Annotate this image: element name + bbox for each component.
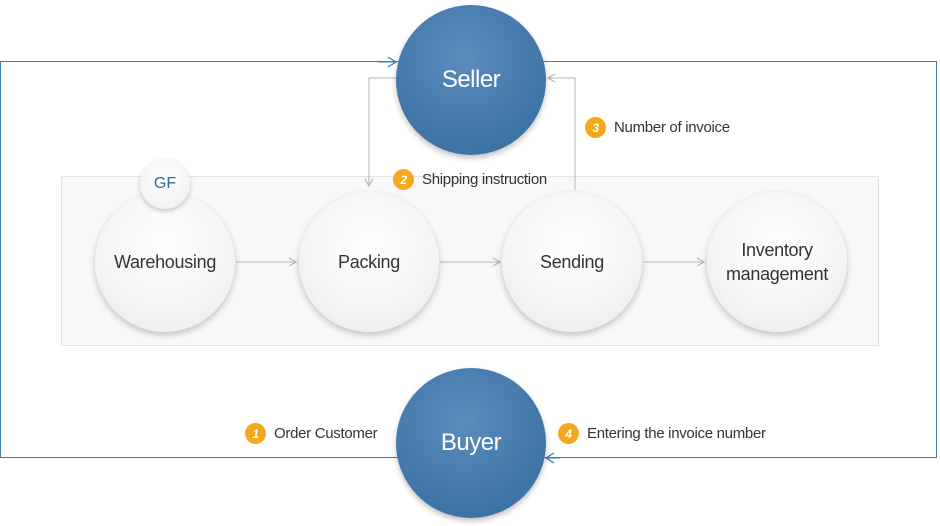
flow-label-text: Shipping instruction <box>422 171 547 188</box>
gf-badge: GF <box>140 159 190 209</box>
gf-badge-label: GF <box>153 175 177 192</box>
step-label: Sending <box>540 252 604 272</box>
connector-sending-seller <box>546 73 576 190</box>
step-packing: Packing <box>299 192 439 332</box>
step-label: Packing <box>338 252 400 272</box>
flow-label-text: Number of invoice <box>614 119 730 136</box>
flow-number-badge: 4 <box>558 423 579 444</box>
step-sending: Sending <box>502 192 642 332</box>
step-label: Warehousing <box>113 252 217 272</box>
connector-seller-packing <box>364 77 396 188</box>
flow-number-badge: 2 <box>393 169 414 190</box>
flow-number-badge: 1 <box>245 423 266 444</box>
step-inventory-management: Inventory management <box>707 192 847 332</box>
flow-label-text: Entering the invoice number <box>587 425 766 442</box>
step-warehousing: Warehousing <box>95 192 235 332</box>
flow-number-badge: 3 <box>585 117 606 138</box>
seller-node: Seller <box>396 5 546 155</box>
flow-label-text: Order Customer <box>274 425 378 442</box>
flow-number-of-invoice: 3 Number of invoice <box>585 117 730 138</box>
flow-shipping-instruction: 2 Shipping instruction <box>393 169 547 190</box>
buyer-label: Buyer <box>440 429 502 456</box>
step-label: Inventory management <box>725 240 829 284</box>
buyer-node: Buyer <box>396 368 546 518</box>
seller-label: Seller <box>441 66 501 93</box>
flow-entering-invoice-number: 4 Entering the invoice number <box>558 423 766 444</box>
flow-order-customer: 1 Order Customer <box>245 423 378 444</box>
